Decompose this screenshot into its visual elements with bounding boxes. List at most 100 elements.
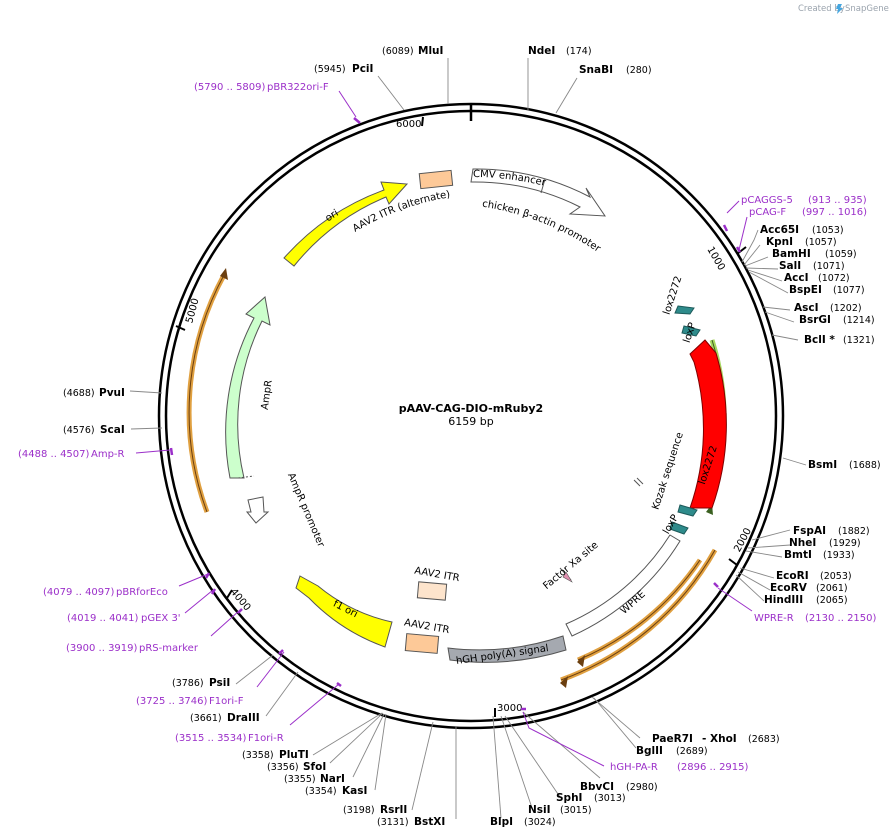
primer-range: (2896 .. 2915) xyxy=(677,762,749,773)
lox2272-b-marker[interactable] xyxy=(677,504,698,517)
label-ampr: AmpR xyxy=(260,379,275,410)
lox2272-a-marker[interactable] xyxy=(674,305,695,315)
site-pos: (1053) xyxy=(812,225,844,236)
primer-range: (4488 .. 4507) xyxy=(18,449,90,460)
site-pos: (3024) xyxy=(524,817,556,828)
site-name[interactable]: Acc65I xyxy=(760,224,799,236)
site-name[interactable]: NheI xyxy=(789,537,816,549)
site-name[interactable]: PaeR7I xyxy=(652,733,693,745)
site-pos: (174) xyxy=(566,46,592,57)
site-name[interactable]: HindIII xyxy=(764,594,803,606)
site-name[interactable]: KpnI xyxy=(766,236,793,248)
site-name[interactable]: NarI xyxy=(320,773,345,785)
site-name[interactable]: BspEI xyxy=(789,284,822,296)
site-name[interactable]: SphI xyxy=(556,792,582,804)
site-pos: (5945) xyxy=(314,64,346,75)
site-pos: (1214) xyxy=(843,315,875,326)
primer-name[interactable]: WPRE-R xyxy=(754,613,794,624)
primer-name[interactable]: pRS-marker xyxy=(139,643,199,654)
primer-name[interactable]: F1ori-F xyxy=(209,696,244,707)
site-name[interactable]: - XhoI xyxy=(702,733,737,745)
primer-name[interactable]: pCAG-F xyxy=(749,207,786,218)
site-name[interactable]: ScaI xyxy=(100,424,125,436)
itr-box-2[interactable] xyxy=(404,633,440,654)
itr-alternate-box[interactable] xyxy=(418,169,454,190)
site-name[interactable]: SalI xyxy=(779,260,801,272)
site-name[interactable]: KasI xyxy=(342,785,367,797)
site-pos: (2065) xyxy=(816,595,848,606)
primer-name[interactable]: F1ori-R xyxy=(248,733,284,744)
site-name[interactable]: BbvCI xyxy=(580,781,614,793)
site-name[interactable]: BlpI xyxy=(490,816,513,828)
site-name[interactable]: BmtI xyxy=(784,549,812,561)
site-name[interactable]: MluI xyxy=(418,45,443,57)
site-name[interactable]: EcoRI xyxy=(776,570,809,582)
label-mruby2: mRuby2 xyxy=(725,383,740,425)
site-name[interactable]: BsrGI xyxy=(799,314,831,326)
created-by-label: Created by xyxy=(798,4,845,14)
site-pos: (1059) xyxy=(825,249,857,260)
site-name[interactable]: PvuI xyxy=(99,387,125,399)
site-leader-lines xyxy=(129,58,807,819)
site-name[interactable]: BamHI xyxy=(772,248,811,260)
site-pos: (2689) xyxy=(676,746,708,757)
site-name[interactable]: AscI xyxy=(794,302,819,314)
site-name[interactable]: RsrII xyxy=(380,804,407,816)
site-name[interactable]: FspAI xyxy=(793,525,826,537)
primer-name[interactable]: Amp-R xyxy=(91,449,125,460)
site-name[interactable]: BsmI xyxy=(808,459,837,471)
site-pos: (4576) xyxy=(63,425,95,436)
site-pos: (3013) xyxy=(594,793,626,804)
site-pos: (2053) xyxy=(820,571,852,582)
ampr-promoter-arrow[interactable] xyxy=(245,496,270,524)
itr-box-1[interactable] xyxy=(416,581,448,601)
f1-ori-arrow[interactable] xyxy=(295,575,393,648)
ori-arrow[interactable] xyxy=(283,181,409,267)
primer-binding-marks xyxy=(169,117,742,711)
ampr-arrow[interactable] xyxy=(225,296,271,479)
site-name[interactable]: AccI xyxy=(784,272,808,284)
site-name[interactable]: PsiI xyxy=(209,677,230,689)
site-name[interactable]: SnaBI xyxy=(579,64,613,76)
label-itr-2: AAV2 ITR xyxy=(403,617,450,636)
primer-name[interactable]: pCAGGS-5 xyxy=(741,195,793,206)
tick-6000: 6000 xyxy=(396,119,421,130)
primer-range: (4019 .. 4041) xyxy=(67,613,139,624)
orange-arrowhead-right-2 xyxy=(577,655,585,667)
site-name[interactable]: NdeI xyxy=(528,45,555,57)
snapgene-logo-icon xyxy=(836,4,843,14)
site-name[interactable]: BglII xyxy=(636,745,663,757)
cmv-enhancer-arrow[interactable] xyxy=(470,168,606,217)
primer-range: (2130 .. 2150) xyxy=(805,613,877,624)
site-name[interactable]: PciI xyxy=(352,63,373,75)
site-pos: (2980) xyxy=(626,782,658,793)
wpre-box[interactable] xyxy=(565,534,681,637)
site-pos: (3358) xyxy=(242,750,274,761)
site-name[interactable]: DraIII xyxy=(227,712,260,724)
label-itr-1: AAV2 ITR xyxy=(413,565,460,584)
tick-1000: 1000 xyxy=(704,245,726,273)
site-name[interactable]: SfoI xyxy=(303,761,326,773)
site-pos: (1077) xyxy=(833,285,865,296)
primer-name[interactable]: pBRforEco xyxy=(116,587,168,598)
hgh-polya-box[interactable] xyxy=(447,635,567,663)
primer-name[interactable]: hGH-PA-R xyxy=(610,762,658,773)
orange-arrowhead-left xyxy=(220,268,228,280)
site-name[interactable]: NsiI xyxy=(528,804,551,816)
primer-range: (3515 .. 3534) xyxy=(175,733,247,744)
primer-name[interactable]: pGEX 3' xyxy=(141,613,181,624)
site-name[interactable]: PluTI xyxy=(279,749,309,761)
site-pos: (3661) xyxy=(190,713,222,724)
orange-arrowhead-right xyxy=(560,676,568,688)
primer-name[interactable]: pBR322ori-F xyxy=(267,82,329,93)
primer-range: (997 .. 1016) xyxy=(802,207,867,218)
primer-range: (3725 .. 3746) xyxy=(136,696,208,707)
loxp-b-marker[interactable] xyxy=(669,521,689,535)
label-itr-alt: AAV2 ITR (alternate) xyxy=(351,189,451,234)
site-name[interactable]: BstXI xyxy=(414,816,445,828)
site-pos: (2683) xyxy=(748,734,780,745)
loxp-a-marker[interactable] xyxy=(681,325,701,337)
site-name[interactable]: EcoRV xyxy=(770,582,808,594)
site-name[interactable]: BclI * xyxy=(804,334,835,346)
kozak-marker xyxy=(633,477,644,487)
